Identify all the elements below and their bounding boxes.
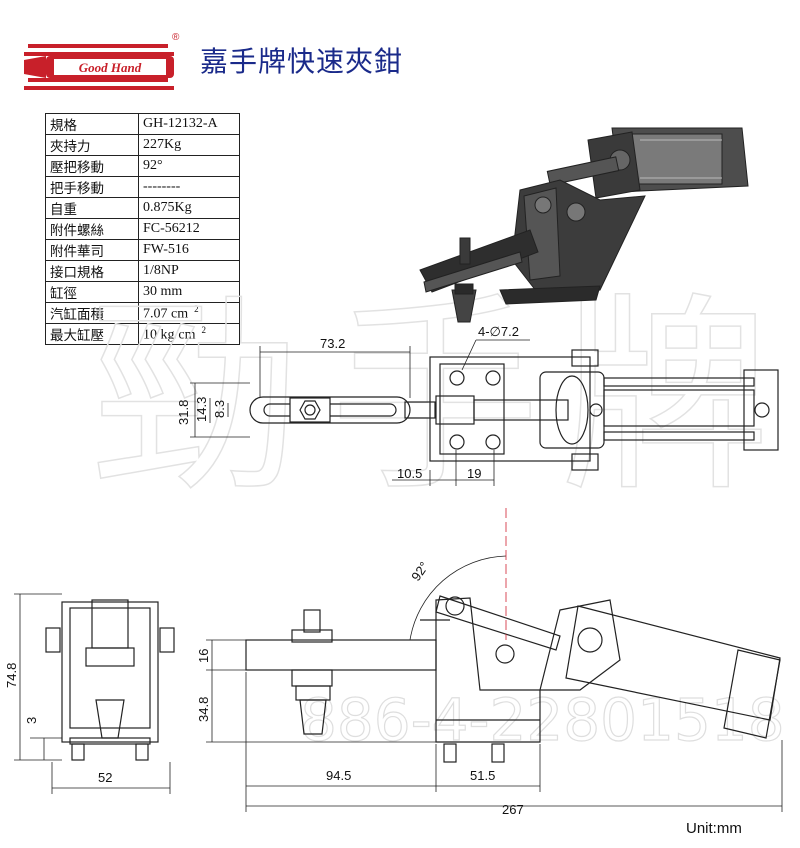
watermark-glyph: 牌 [560, 275, 770, 520]
front-view-dimensions [14, 593, 171, 794]
dim-73-2: 73.2 [320, 336, 345, 351]
spec-value-text: 1/8NP [143, 263, 179, 278]
dim-14-3: 14.3 [194, 397, 209, 422]
side-view [245, 595, 781, 763]
spec-value: GH-12132-A [138, 113, 240, 135]
spec-value-text: -------- [143, 179, 181, 194]
spec-row: 接口規格 1/8NP [45, 260, 240, 282]
spec-unit-exponent: 2 [194, 303, 199, 314]
spec-value-text: 30 mm [143, 284, 183, 299]
spec-value-text: 227Kg [143, 137, 182, 152]
spec-value-text: 0.875Kg [143, 200, 192, 215]
watermark-phone: 886-4-22801518 [300, 686, 785, 754]
clamp-3d-render [419, 127, 749, 323]
spec-unit-exponent: 2 [201, 324, 207, 335]
spec-value-text: 10 kg/cm [143, 327, 196, 343]
logo-text: Good Hand [79, 60, 142, 75]
dim-267: 267 [502, 802, 524, 817]
dim-74-8: 74.8 [4, 663, 19, 688]
top-view [249, 349, 779, 471]
spec-value: 7.07 cm 2 [138, 302, 240, 324]
registered-mark: ® [172, 32, 180, 43]
dim-51-5: 51.5 [470, 768, 495, 783]
dim-hole-dia: 4-∅7.2 [478, 324, 519, 339]
dim-16: 16 [196, 649, 211, 663]
dim-19: 19 [467, 466, 481, 481]
spec-value-text: FC-56212 [143, 221, 200, 236]
spec-value-text: 92° [143, 158, 163, 173]
spec-value-text: GH-12132-A [143, 116, 218, 131]
dim-31-8: 31.8 [176, 400, 191, 425]
spec-value-text: 7.07 cm [143, 306, 189, 322]
dim-8-3: 8.3 [212, 400, 227, 418]
dim-34-8: 34.8 [196, 697, 211, 722]
spec-value: 10 kg/cm 2 [138, 323, 240, 345]
watermark: 勁 手 牌 886-4-22801518 [89, 274, 785, 754]
spec-value-text: FW-516 [143, 242, 189, 257]
unit-label: Unit:mm [686, 820, 742, 837]
spec-value: 92° [138, 155, 240, 177]
spec-label: 接口規格 [45, 260, 139, 282]
dim-3: 3 [24, 717, 39, 724]
front-view [45, 599, 175, 761]
spec-value: 0.875Kg [138, 197, 240, 219]
page-title: 嘉手牌快速夾鉗 [200, 45, 404, 78]
dim-52: 52 [98, 770, 112, 785]
dim-94-5: 94.5 [326, 768, 351, 783]
spec-label: 把手移動 [45, 176, 139, 198]
good-hand-logo: Good Hand ® [24, 32, 180, 90]
top-view-dimensions [190, 339, 530, 486]
dim-10-5: 10.5 [397, 466, 422, 481]
spec-value: 30 mm [138, 281, 240, 303]
dim-angle: 92° [408, 559, 432, 584]
spec-label: 最大缸壓 [45, 323, 139, 345]
side-view-dimensions [206, 508, 783, 812]
